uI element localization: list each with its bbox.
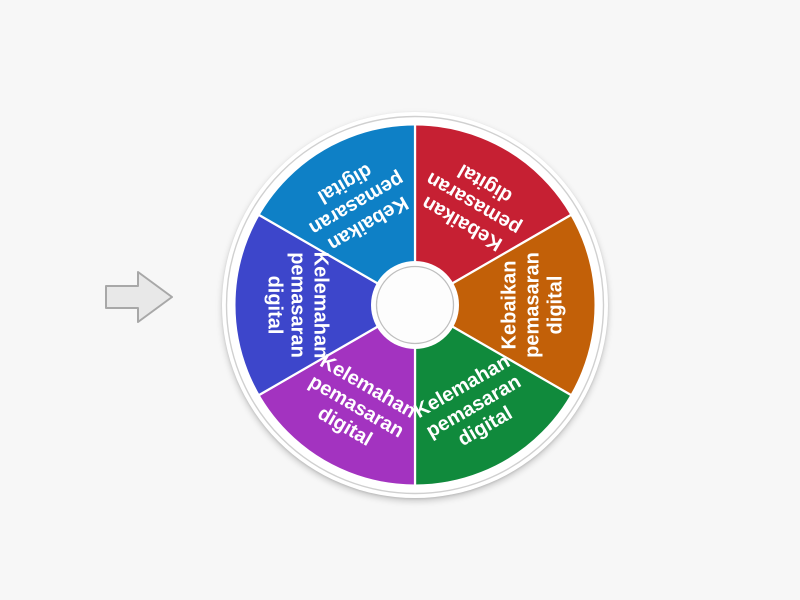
segment-label-line: pemasaran xyxy=(287,252,309,358)
wheel-hub[interactable] xyxy=(375,265,455,345)
segment-label-line: pemasaran xyxy=(521,252,543,358)
wheel-pointer xyxy=(104,266,176,328)
wheel-outer-hairline xyxy=(225,115,605,495)
arrow-right-icon xyxy=(105,271,173,323)
segment-label-line: Kebaikan xyxy=(498,261,520,350)
segment-label-line: digital xyxy=(264,276,286,335)
segment-label-line: Kelemahan xyxy=(310,252,332,359)
segment-label-line: digital xyxy=(544,276,566,335)
wheel-outer-ring xyxy=(226,116,604,494)
